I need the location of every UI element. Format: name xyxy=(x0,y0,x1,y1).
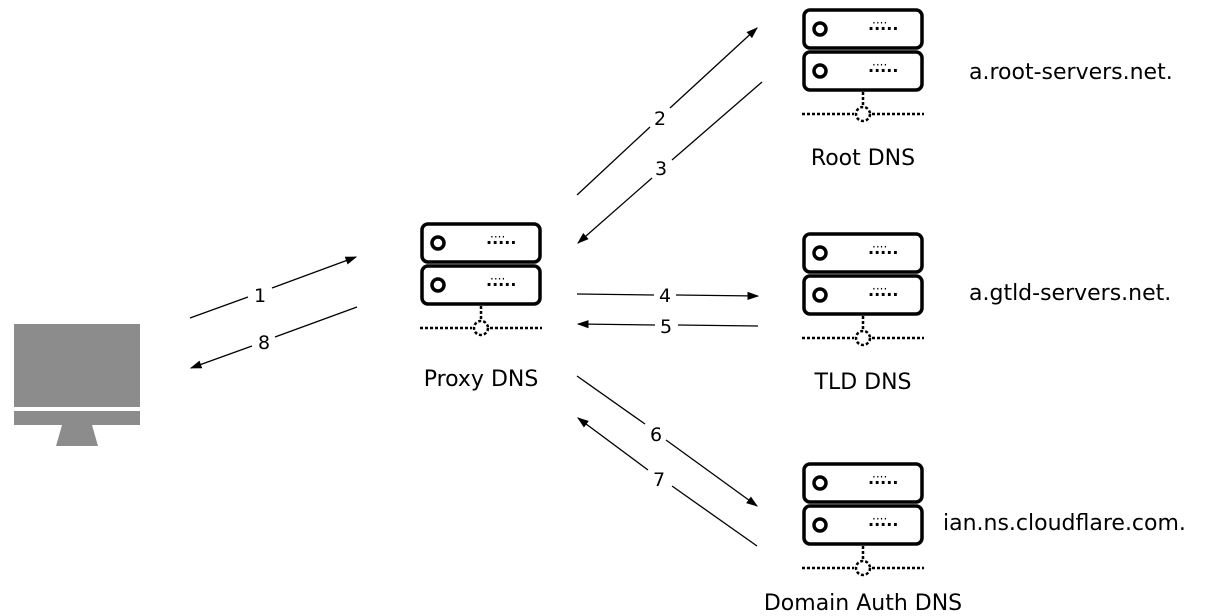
arrow-step-8: 8 xyxy=(189,306,358,369)
proxy-dns-server: Proxy DNS xyxy=(418,222,544,392)
domain-auth-dns-host: ian.ns.cloudflare.com. xyxy=(943,511,1186,536)
root-dns-label: Root DNS xyxy=(811,146,915,171)
proxy-dns-label: Proxy DNS xyxy=(424,367,539,392)
arrow-step-2: 2 xyxy=(576,27,758,196)
step-8-label: 8 xyxy=(258,332,270,354)
server-icon xyxy=(800,232,926,347)
arrow-step-6: 6 xyxy=(576,375,758,507)
domain-auth-dns-label: Domain Auth DNS xyxy=(764,591,962,616)
tld-dns-label: TLD DNS xyxy=(814,370,912,395)
root-dns-host: a.root-servers.net. xyxy=(969,60,1173,85)
step-4-label: 4 xyxy=(659,285,671,307)
arrow-step-3: 3 xyxy=(577,81,763,244)
arrow-step-1: 1 xyxy=(189,256,358,319)
server-icon xyxy=(800,8,926,123)
arrow-step-4: 4 xyxy=(576,285,760,307)
tld-dns-host: a.gtld-servers.net. xyxy=(969,281,1171,306)
step-6-label: 6 xyxy=(650,424,662,446)
step-3-label: 3 xyxy=(655,158,667,180)
arrow-step-5: 5 xyxy=(576,316,759,338)
step-2-label: 2 xyxy=(654,108,666,130)
desktop-monitor-icon xyxy=(14,324,140,446)
arrow-step-7: 7 xyxy=(577,417,758,547)
client-computer xyxy=(14,324,140,446)
step-7-label: 7 xyxy=(653,469,665,491)
step-1-label: 1 xyxy=(254,285,266,307)
step-5-label: 5 xyxy=(660,316,672,338)
server-icon xyxy=(800,462,926,577)
server-icon xyxy=(418,222,544,337)
root-dns-server: Root DNS a.root-servers.net. xyxy=(800,8,1173,171)
tld-dns-server: TLD DNS a.gtld-servers.net. xyxy=(800,232,1171,395)
domain-auth-dns-server: Domain Auth DNS ian.ns.cloudflare.com. xyxy=(764,462,1186,616)
